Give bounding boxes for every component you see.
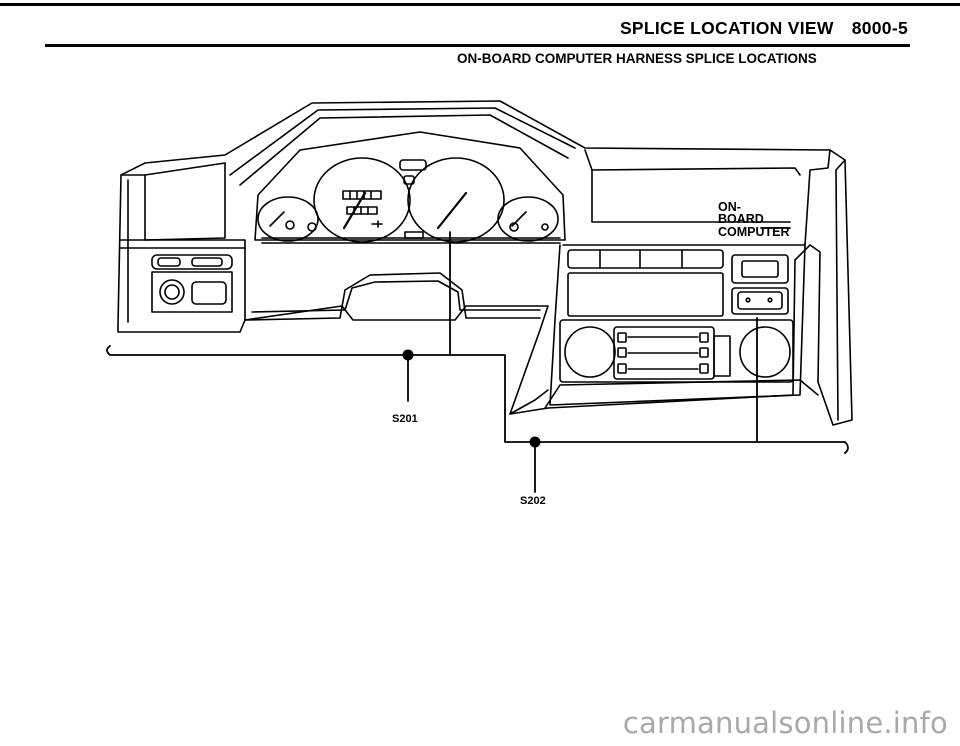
steering-column-area [244,272,541,321]
watermark: carmanualsonline.info [622,706,948,740]
harness-wiring [106,227,849,493]
splice-s202-dot [529,436,541,448]
header-rule [45,44,910,47]
splice-s202-label: S202 [520,495,546,507]
dashboard-outline [117,100,853,426]
splice-s201-label: S201 [392,413,418,425]
on-board-computer-label-line3: COMPUTER [718,225,790,239]
on-board-computer-label-line2: BOARD [718,212,764,226]
instrument-cluster [254,131,566,244]
on-board-computer-label-line1: ON- [718,200,741,214]
center-console [509,244,819,415]
page-title: SPLICE LOCATION VIEW 8000-5 [620,18,908,39]
page-title-text: SPLICE LOCATION VIEW [619,18,834,38]
page-subtitle: ON-BOARD COMPUTER HARNESS SPLICE LOCATIO… [457,51,817,66]
splice-s201-dot [402,349,414,361]
top-rule [0,3,960,6]
page-code: 8000-5 [851,18,908,38]
left-switch-panel [151,254,233,313]
